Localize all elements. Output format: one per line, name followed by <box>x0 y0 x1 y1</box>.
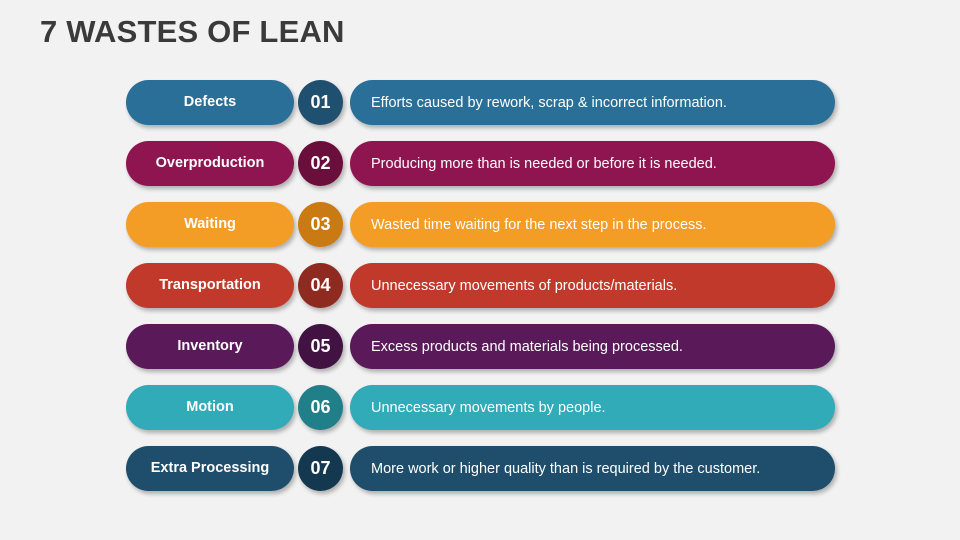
waste-description: Unnecessary movements by people. <box>350 385 835 430</box>
waste-description: More work or higher quality than is requ… <box>350 446 835 491</box>
waste-number-badge: 06 <box>298 385 343 430</box>
waste-label: Motion <box>126 385 294 430</box>
waste-description: Efforts caused by rework, scrap & incorr… <box>350 80 835 125</box>
waste-description: Producing more than is needed or before … <box>350 141 835 186</box>
waste-number-badge: 01 <box>298 80 343 125</box>
waste-label: Defects <box>126 80 294 125</box>
waste-label: Waiting <box>126 202 294 247</box>
waste-label: Transportation <box>126 263 294 308</box>
waste-description: Wasted time waiting for the next step in… <box>350 202 835 247</box>
waste-number-badge: 03 <box>298 202 343 247</box>
waste-number-badge: 07 <box>298 446 343 491</box>
waste-label: Inventory <box>126 324 294 369</box>
waste-number-badge: 05 <box>298 324 343 369</box>
waste-label: Overproduction <box>126 141 294 186</box>
waste-number-badge: 04 <box>298 263 343 308</box>
waste-number-badge: 02 <box>298 141 343 186</box>
page-title: 7 WASTES OF LEAN <box>40 14 345 49</box>
waste-description: Excess products and materials being proc… <box>350 324 835 369</box>
waste-description: Unnecessary movements of products/materi… <box>350 263 835 308</box>
waste-label: Extra Processing <box>126 446 294 491</box>
